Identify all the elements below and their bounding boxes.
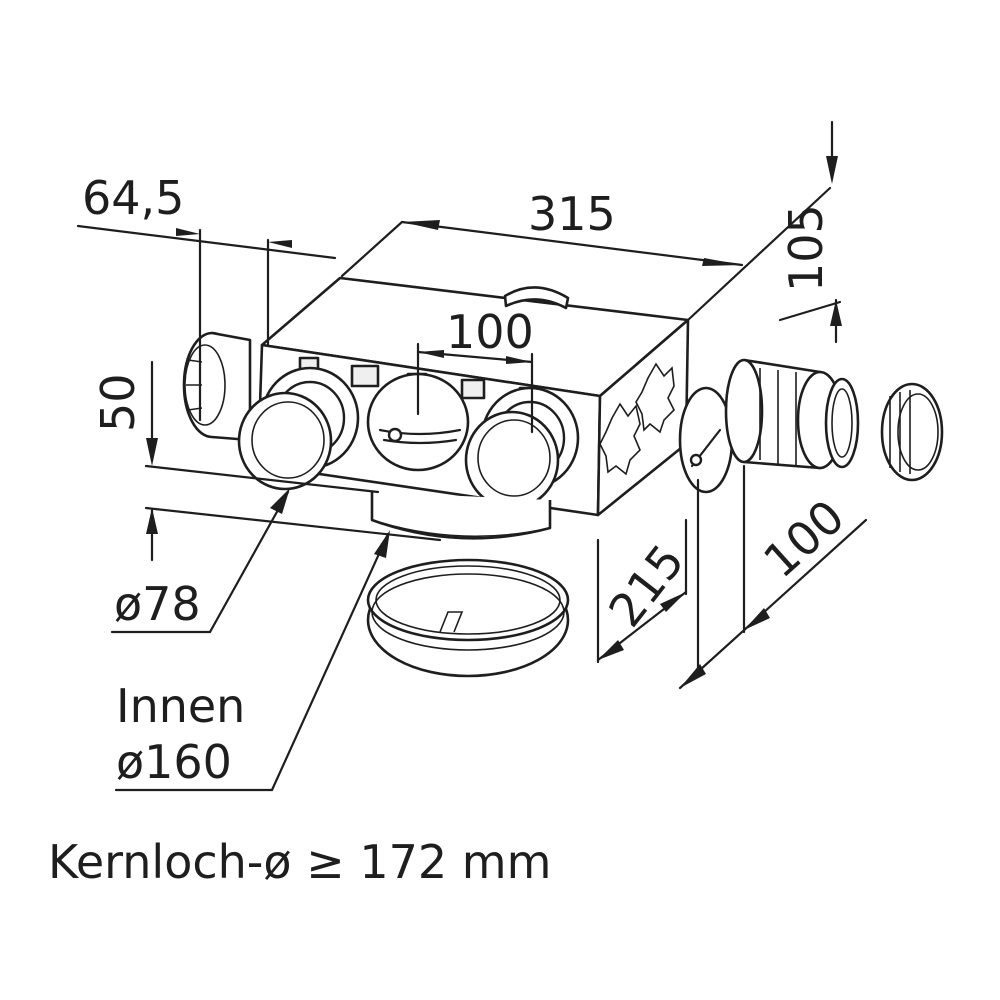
label-innen: Innen [116,679,245,733]
dim-215: 215 [596,518,695,664]
dim-label-64-5: 64,5 [82,171,184,225]
right-spigot [724,358,860,470]
dim-label-105: 105 [779,204,833,292]
front-spigot-left [237,366,360,491]
dim-100-spigot: 100 [678,464,868,690]
bottom-adapter-ring [366,558,570,678]
dim-100-center: 100 [416,305,534,434]
dim-label-215: 215 [598,534,695,636]
core-hole-note: Kernloch-ø ≥ 172 mm [48,835,551,889]
dim-label-100-center: 100 [446,305,534,359]
end-cap-disc [678,386,734,494]
dim-315: 315 [340,186,832,322]
left-side-spigot [182,331,252,442]
right-seal-ring [880,382,944,482]
callout-innen-o160: Innen ø160 [114,530,390,792]
dim-label-50: 50 [91,373,145,432]
dim-label-100-spigot: 100 [753,489,854,588]
dim-50: 50 [91,360,442,562]
label-o160: ø160 [116,735,232,789]
front-blind-cap [366,372,470,472]
label-o78: ø78 [114,577,201,631]
dim-label-315: 315 [528,187,616,241]
front-spigot-right [464,386,580,510]
callout-o78: ø78 [110,488,290,634]
dim-64-5: 64,5 [76,171,337,422]
bottom-outlet [370,492,552,540]
dim-105: 105 [778,120,842,344]
